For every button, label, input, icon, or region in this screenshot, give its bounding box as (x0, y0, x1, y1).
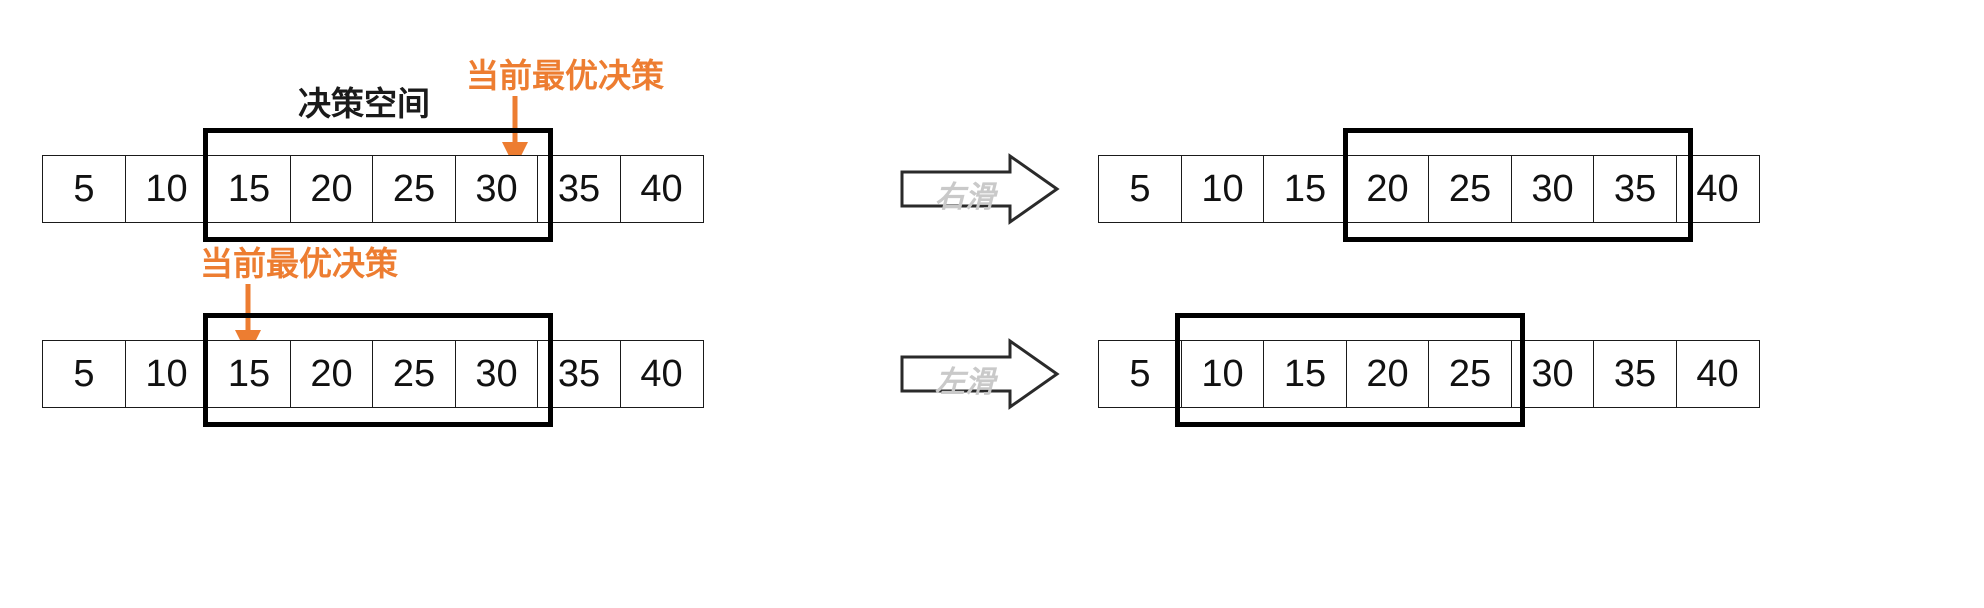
array-cell[interactable]: 20 (289, 155, 374, 223)
array-cell[interactable]: 40 (1675, 340, 1760, 408)
array-cell[interactable]: 20 (1345, 155, 1430, 223)
array-row2-after: 5 10 15 20 25 30 35 40 (1098, 340, 1760, 408)
array-cell[interactable]: 25 (372, 155, 456, 223)
array-cell[interactable]: 35 (537, 340, 621, 408)
array-cell[interactable]: 10 (124, 340, 209, 408)
array-cell[interactable]: 5 (42, 340, 126, 408)
slide-left-label: 左滑 (935, 365, 995, 400)
slide-right-label: 右滑 (935, 180, 995, 215)
array-cell[interactable]: 15 (1263, 155, 1347, 223)
array-cell[interactable]: 15 (1263, 340, 1347, 408)
array-cell[interactable]: 10 (1180, 155, 1265, 223)
array-row2-before: 5 10 15 20 25 30 35 40 (42, 340, 704, 408)
array-cell[interactable]: 15 (207, 155, 291, 223)
array-cell[interactable]: 25 (1428, 340, 1512, 408)
array-cell[interactable]: 25 (372, 340, 456, 408)
array-cell[interactable]: 35 (1593, 155, 1677, 223)
array-cell[interactable]: 15 (207, 340, 291, 408)
array-cell[interactable]: 30 (1510, 340, 1595, 408)
current-best-decision-label-row1: 当前最优决策 (466, 56, 664, 95)
array-cell[interactable]: 10 (124, 155, 209, 223)
array-cell[interactable]: 40 (619, 155, 704, 223)
array-cell[interactable]: 40 (1675, 155, 1760, 223)
array-cell[interactable]: 30 (454, 340, 539, 408)
array-cell[interactable]: 25 (1428, 155, 1512, 223)
array-cell[interactable]: 5 (1098, 155, 1182, 223)
array-cell[interactable]: 40 (619, 340, 704, 408)
array-cell[interactable]: 5 (42, 155, 126, 223)
array-cell[interactable]: 20 (289, 340, 374, 408)
decision-space-label: 决策空间 (298, 84, 430, 123)
array-cell[interactable]: 20 (1345, 340, 1430, 408)
array-cell[interactable]: 30 (454, 155, 539, 223)
array-cell[interactable]: 35 (537, 155, 621, 223)
array-row1-after: 5 10 15 20 25 30 35 40 (1098, 155, 1760, 223)
current-best-decision-label-row2: 当前最优决策 (200, 244, 398, 283)
array-row1-before: 5 10 15 20 25 30 35 40 (42, 155, 704, 223)
array-cell[interactable]: 35 (1593, 340, 1677, 408)
array-cell[interactable]: 10 (1180, 340, 1265, 408)
array-cell[interactable]: 5 (1098, 340, 1182, 408)
array-cell[interactable]: 30 (1510, 155, 1595, 223)
